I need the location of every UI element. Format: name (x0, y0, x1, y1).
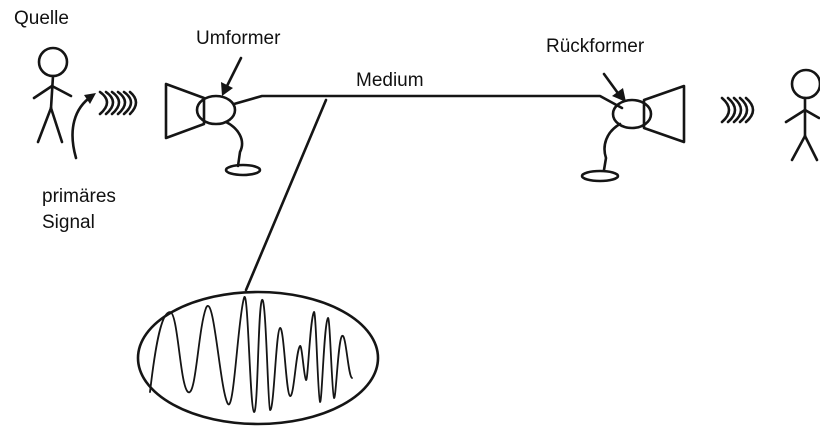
signal-detail-pointer (244, 98, 328, 292)
receiver-person-icon (784, 68, 820, 162)
receiver-arrow (602, 72, 626, 102)
primary-signal-label-line2: Signal (42, 212, 95, 233)
transmitter-arrow (221, 56, 243, 96)
receiver-speaker-icon (580, 84, 686, 183)
medium-cable (232, 94, 624, 110)
primary-signal-label-line1: primäres (42, 186, 116, 207)
source-label: Quelle (14, 8, 69, 29)
medium-label: Medium (356, 70, 424, 91)
sound-wave-receiver-icon (720, 96, 755, 124)
source-person-icon (32, 46, 73, 144)
transmitter-speaker-icon (164, 82, 262, 177)
sound-wave-source-icon (98, 90, 138, 116)
primary-signal-arrow (71, 93, 96, 160)
transmitter-label: Umformer (196, 28, 281, 49)
signal-waveform-detail (136, 290, 380, 426)
receiver-label: Rückformer (546, 36, 645, 57)
